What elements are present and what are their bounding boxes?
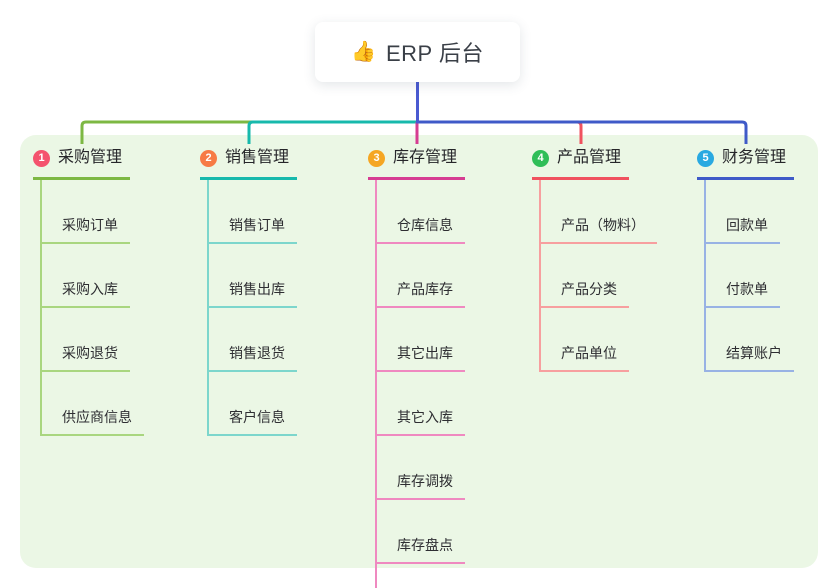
child-node[interactable]: 结算账户 <box>706 308 794 372</box>
branch-node-label: 库存管理 <box>393 149 458 166</box>
branch-number-badge: 5 <box>697 149 714 167</box>
child-node[interactable]: 其它入库 <box>377 372 465 436</box>
root-node-label: ERP 后台 <box>385 41 484 66</box>
branch-number-badge: 3 <box>368 149 385 167</box>
child-node[interactable]: 产品库存 <box>377 244 465 308</box>
branch-node[interactable]: 5 财务管理 <box>697 146 795 180</box>
child-node[interactable]: 产品分类 <box>541 244 629 308</box>
branch-node-label: 销售管理 <box>225 149 290 166</box>
child-node[interactable]: 销售订单 <box>209 180 297 244</box>
branch-children: 仓库信息产品库存其它出库其它入库库存调拨库存盘点出库库明细 <box>375 180 479 588</box>
child-node[interactable]: 销售退货 <box>209 308 297 372</box>
child-node[interactable]: 出库库明细 <box>377 564 479 588</box>
child-node[interactable]: 付款单 <box>706 244 780 308</box>
branch-node[interactable]: 3 库存管理 <box>368 146 466 180</box>
root-node[interactable]: 👍 ERP 后台 <box>315 22 520 82</box>
mindmap-panel-background <box>20 135 818 568</box>
child-node[interactable]: 采购退货 <box>42 308 130 372</box>
child-node[interactable]: 销售出库 <box>209 244 297 308</box>
branch-node-label: 产品管理 <box>557 149 622 166</box>
child-node[interactable]: 产品单位 <box>541 308 629 372</box>
branch-4: 4 产品管理产品（物料）产品分类产品单位 <box>532 146 657 372</box>
child-node[interactable]: 库存调拨 <box>377 436 465 500</box>
child-node[interactable]: 客户信息 <box>209 372 297 436</box>
branch-2: 2 销售管理销售订单销售出库销售退货客户信息 <box>200 146 298 436</box>
branch-node[interactable]: 1 采购管理 <box>33 146 131 180</box>
child-node[interactable]: 其它出库 <box>377 308 465 372</box>
branch-number-badge: 1 <box>33 149 50 167</box>
branch-children: 销售订单销售出库销售退货客户信息 <box>207 180 297 436</box>
branch-5: 5 财务管理回款单付款单结算账户 <box>697 146 795 372</box>
branch-node[interactable]: 4 产品管理 <box>532 146 630 180</box>
child-node[interactable]: 采购订单 <box>42 180 130 244</box>
branch-number-badge: 4 <box>532 149 549 167</box>
child-node[interactable]: 库存盘点 <box>377 500 465 564</box>
child-node[interactable]: 采购入库 <box>42 244 130 308</box>
branch-children: 回款单付款单结算账户 <box>704 180 794 372</box>
child-node[interactable]: 供应商信息 <box>42 372 144 436</box>
thumbs-up-icon: 👍 <box>351 41 376 63</box>
branch-children: 产品（物料）产品分类产品单位 <box>539 180 657 372</box>
branch-1: 1 采购管理采购订单采购入库采购退货供应商信息 <box>33 146 144 436</box>
branch-node-label: 采购管理 <box>58 149 123 166</box>
branch-node[interactable]: 2 销售管理 <box>200 146 298 180</box>
branch-children: 采购订单采购入库采购退货供应商信息 <box>40 180 144 436</box>
branch-number-badge: 2 <box>200 149 217 167</box>
branch-node-label: 财务管理 <box>722 149 787 166</box>
child-node[interactable]: 回款单 <box>706 180 780 244</box>
child-node[interactable]: 仓库信息 <box>377 180 465 244</box>
branch-3: 3 库存管理仓库信息产品库存其它出库其它入库库存调拨库存盘点出库库明细 <box>368 146 479 588</box>
child-node[interactable]: 产品（物料） <box>541 180 657 244</box>
